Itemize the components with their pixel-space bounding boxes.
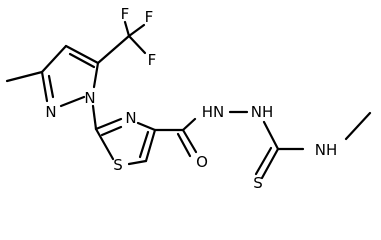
atom-n-pyrazole-1: N (84, 89, 95, 107)
bond-cf3-f-top (123, 20, 131, 38)
structure-canvas: F F F N N N S O HN NH NH S (5, 5, 372, 191)
bond-n1-n2 (59, 95, 86, 108)
bond-c4-c5-inner (68, 52, 96, 69)
bond-c4-c5-thiazole-inner (138, 130, 150, 159)
atom-n-thiazole: N (125, 109, 136, 127)
atom-hn-hydrazide: HN (202, 103, 225, 121)
bond-cs-inner (254, 146, 273, 176)
bond-nh-thiocarbon (262, 120, 280, 151)
atom-n-pyrazole-2: N (45, 103, 56, 121)
atom-o-carbonyl: O (196, 153, 208, 171)
bond-methyl-pyrazole (5, 70, 44, 83)
bond-n3-c4 (136, 121, 157, 132)
atom-f-right: F (145, 8, 154, 26)
bond-n2-c3 (40, 70, 49, 103)
chemical-structure: F F F N N N S O HN NH NH S (5, 5, 372, 191)
bond-cf3-f-right (127, 23, 146, 38)
bond-c2-n3 (94, 117, 123, 131)
bond-s1-c2 (94, 127, 115, 161)
bond-co-inner (176, 132, 192, 158)
bond-c5-s1 (127, 159, 148, 166)
bond-c2-n3-inner (100, 125, 123, 137)
atom-nh-hydrazide: NH (251, 103, 274, 121)
bond-c4-c5 (64, 44, 100, 65)
bond-c4-c5-thiazole (144, 128, 157, 163)
bond-n1-thiazole (91, 104, 98, 131)
bond-co (181, 128, 198, 154)
bond-c3-c4 (40, 44, 68, 74)
atom-nh-methylamine: NH (315, 141, 338, 159)
bond-nh-methyl (344, 111, 372, 141)
atom-f-top: F (121, 5, 130, 23)
atom-s-thione: S (253, 174, 263, 191)
bond-carbonyl-hn (181, 117, 197, 132)
atom-f-lower: F (148, 51, 157, 69)
bond-cf3-f-lower (127, 34, 147, 55)
bond-n2-c3-inner (47, 74, 55, 99)
bond-c5-cf3 (96, 34, 131, 65)
bond-c5-n1 (92, 61, 100, 89)
bond-cs (260, 147, 280, 180)
atom-s-thiazole: S (113, 156, 123, 174)
